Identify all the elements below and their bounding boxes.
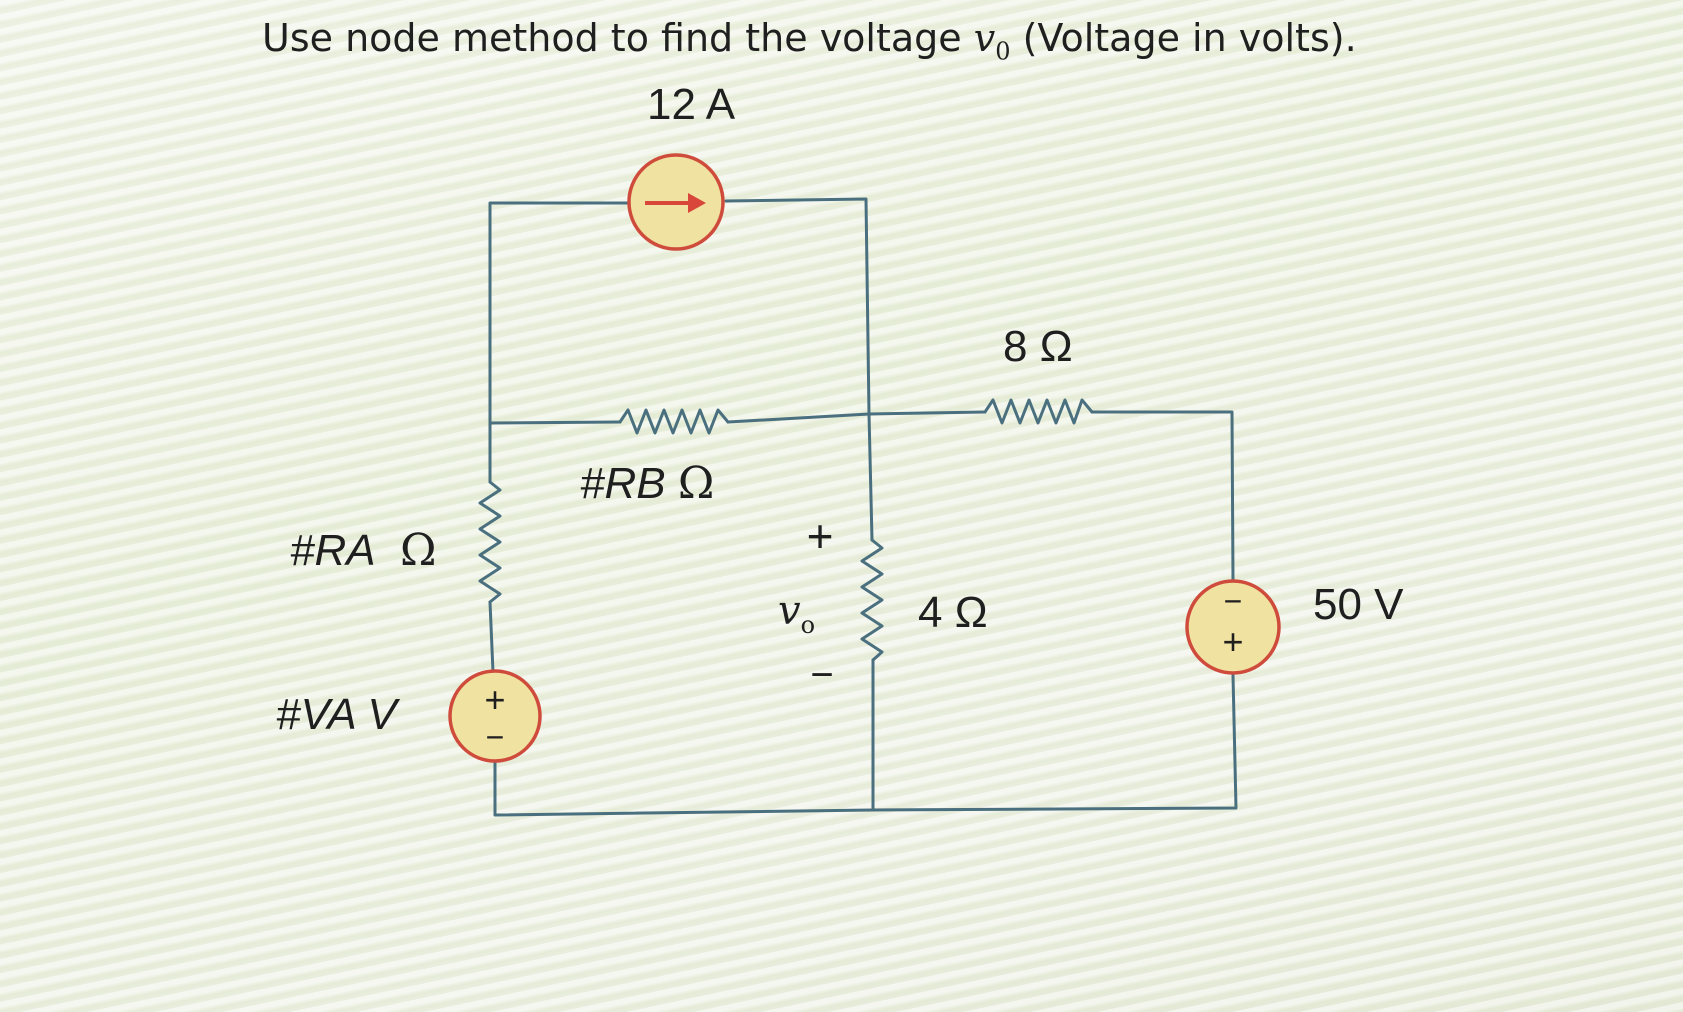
title-suffix: (Voltage in volts).	[1010, 16, 1357, 60]
current-source-label: 12 A	[647, 80, 736, 129]
resistor-4-label: 4 Ω	[918, 588, 988, 637]
resistor-ra-label: #RA Ω	[290, 525, 437, 576]
problem-statement: Use node method to find the voltage v0 (…	[262, 16, 1357, 66]
voltage-source-va: + −	[448, 669, 542, 763]
wire-rb-left	[488, 420, 622, 425]
v50-minus-sign: −	[1224, 583, 1243, 619]
resistor-rb-label: #RB Ω	[580, 458, 715, 509]
title-prefix: Use node method to find the voltage	[262, 16, 974, 60]
wire-center-upper	[867, 412, 874, 542]
current-source-12a	[627, 153, 725, 251]
vo-voltage-label: vo	[778, 588, 816, 639]
wire-left-lower	[488, 600, 495, 674]
vo-plus-sign: +	[807, 510, 834, 562]
resistor-8-zigzag	[983, 398, 1094, 425]
v50-plus-sign: +	[1222, 621, 1243, 662]
wire-top-right	[724, 197, 871, 416]
wire-top-left	[488, 201, 630, 425]
resistor-rb-zigzag	[618, 408, 730, 435]
title-voltage-variable: v0	[973, 16, 1011, 66]
wire-rb-right	[726, 412, 871, 424]
wire-left-bottom	[493, 756, 875, 817]
vo-minus-sign: −	[810, 653, 833, 697]
resistor-8-label: 8 Ω	[1003, 322, 1073, 371]
wire-r8-left	[867, 410, 987, 416]
arrow-right-icon	[688, 193, 706, 213]
va-plus-sign: +	[484, 679, 505, 720]
resistor-4-zigzag	[860, 538, 884, 662]
resistor-ra-zigzag	[478, 480, 502, 604]
voltage-source-va-label: #VA V	[276, 690, 397, 739]
wire-right-bottom	[871, 673, 1238, 812]
voltage-source-50v-label: 50 V	[1313, 580, 1404, 629]
va-minus-sign: −	[486, 719, 505, 755]
voltage-source-50v: − +	[1185, 579, 1281, 675]
wire-right-top	[1090, 410, 1235, 582]
